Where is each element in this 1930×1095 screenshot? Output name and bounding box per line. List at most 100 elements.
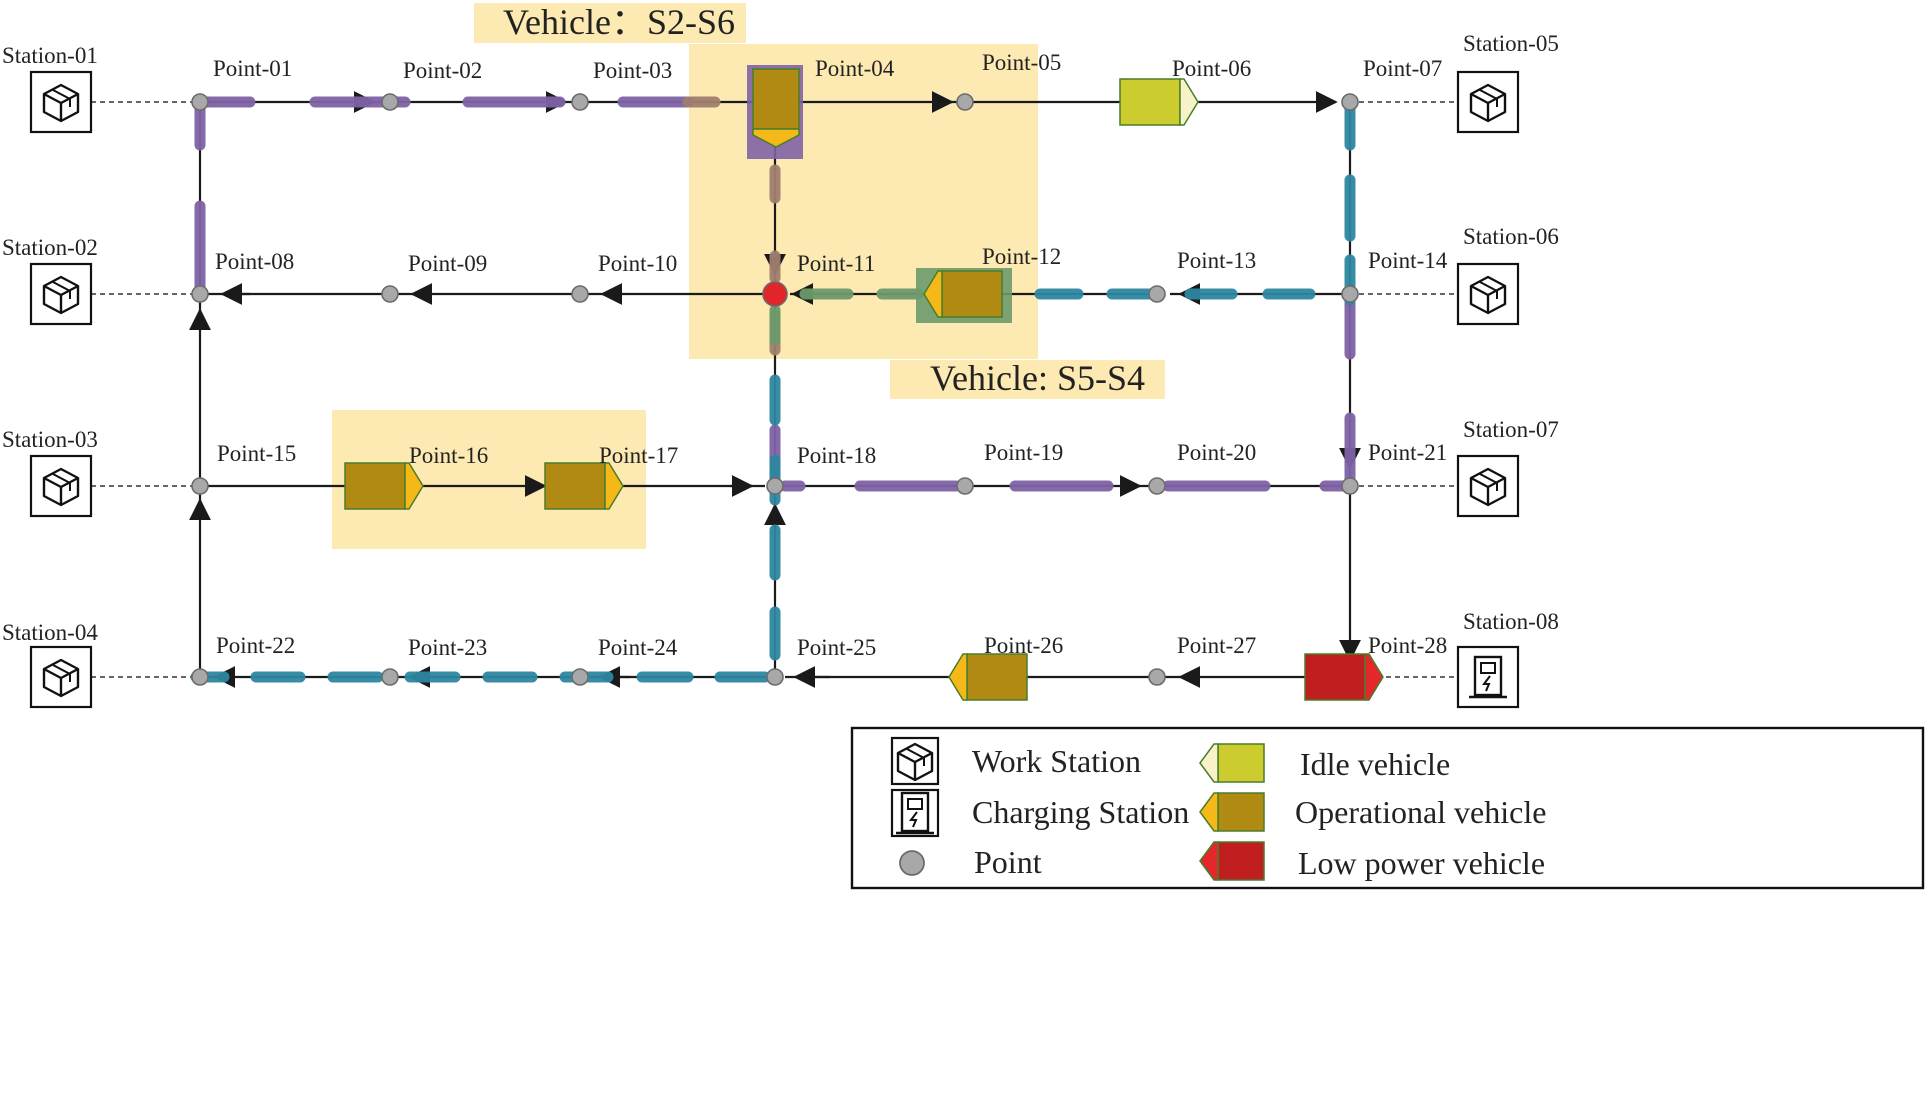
idle-vehicle-icon xyxy=(1119,78,1199,126)
conflict-point xyxy=(762,281,788,307)
point-label: Point-27 xyxy=(1177,633,1256,658)
point-marker xyxy=(571,668,589,686)
point-label: Point-24 xyxy=(598,635,678,660)
legend-charging-station xyxy=(890,788,940,838)
legend-idle-vehicle-icon xyxy=(1199,743,1265,783)
point-marker xyxy=(381,93,399,111)
point-label: Point-23 xyxy=(408,635,487,660)
point-label: Point-11 xyxy=(797,251,875,276)
point-label: Point-21 xyxy=(1368,440,1447,465)
point-marker xyxy=(1341,93,1359,111)
route-layer xyxy=(190,96,1356,683)
station-s7 xyxy=(1456,454,1520,518)
point-marker xyxy=(766,477,784,495)
point-marker xyxy=(381,285,399,303)
point-marker xyxy=(191,285,209,303)
point-label: Point-15 xyxy=(217,441,296,466)
cube-icon xyxy=(42,467,80,507)
point-marker xyxy=(1148,285,1166,303)
cube-icon xyxy=(1469,467,1507,507)
charger-icon xyxy=(896,791,934,835)
cube-icon xyxy=(42,658,80,698)
operational-vehicle-icon xyxy=(948,653,1028,701)
point-label: Point-06 xyxy=(1172,56,1251,81)
highlight-title: Vehicle：S2-S6 xyxy=(503,2,735,42)
station-s2 xyxy=(29,262,93,326)
cube-icon xyxy=(896,742,934,782)
station-label: Station-04 xyxy=(2,620,98,645)
station-s5 xyxy=(1456,70,1520,134)
point-marker xyxy=(1341,285,1359,303)
legend-label-charging-station: Charging Station xyxy=(972,794,1189,830)
station-layer xyxy=(29,70,1520,709)
highlight-title-box xyxy=(890,360,1165,399)
point-label: Point-02 xyxy=(403,58,482,83)
point-label: Point-14 xyxy=(1368,248,1448,273)
point-marker xyxy=(381,668,399,686)
station-label: Station-07 xyxy=(1463,417,1559,442)
station-label: Station-05 xyxy=(1463,31,1559,56)
station-s8 xyxy=(1456,645,1520,709)
legend-label-point: Point xyxy=(974,844,1042,880)
station-s3 xyxy=(29,454,93,518)
station-label: Station-03 xyxy=(2,427,98,452)
point-marker xyxy=(191,477,209,495)
highlight-title: Vehicle: S5-S4 xyxy=(930,358,1145,398)
point-label: Point-01 xyxy=(213,56,292,81)
point-label: Point-28 xyxy=(1368,633,1447,658)
low-power-vehicle-icon xyxy=(1304,653,1384,701)
station-label: Station-01 xyxy=(2,43,98,68)
point-label: Point-18 xyxy=(797,443,876,468)
station-s4 xyxy=(29,645,93,709)
station-connector-layer xyxy=(91,101,1458,678)
point-marker xyxy=(571,93,589,111)
point-label: Point-25 xyxy=(797,635,876,660)
legend-frame xyxy=(850,726,1925,890)
highlight-title-box xyxy=(474,3,746,43)
point-label: Point-17 xyxy=(599,443,678,468)
point-label: Point-26 xyxy=(984,633,1063,658)
legend-operational-vehicle-icon xyxy=(1199,792,1265,832)
operational-vehicle-icon xyxy=(752,68,800,148)
point-label: Point-20 xyxy=(1177,440,1256,465)
point-label: Point-08 xyxy=(215,249,294,274)
charger-icon xyxy=(1469,655,1507,699)
station-s1 xyxy=(29,70,93,134)
legend-label-low-power-vehicle: Low power vehicle xyxy=(1298,845,1545,881)
legend-low-power-vehicle-icon xyxy=(1199,841,1265,881)
point-marker xyxy=(1148,668,1166,686)
legend-point-icon xyxy=(899,850,925,876)
cube-icon xyxy=(1469,275,1507,315)
point-marker xyxy=(956,477,974,495)
station-label: Station-02 xyxy=(2,235,98,260)
legend-label-operational-vehicle: Operational vehicle xyxy=(1295,794,1546,830)
point-label: Point-10 xyxy=(598,251,677,276)
legend-label-idle-vehicle: Idle vehicle xyxy=(1300,746,1450,782)
point-marker xyxy=(1341,477,1359,495)
operational-vehicle-icon xyxy=(344,462,424,510)
point-marker xyxy=(956,93,974,111)
legend-label-work-station: Work Station xyxy=(972,743,1141,779)
legend-work-station xyxy=(890,736,940,786)
point-label: Point-09 xyxy=(408,251,487,276)
point-label: Point-22 xyxy=(216,633,295,658)
point-marker xyxy=(191,93,209,111)
point-marker xyxy=(191,668,209,686)
point-label: Point-12 xyxy=(982,244,1061,269)
point-label: Point-07 xyxy=(1363,56,1442,81)
station-label: Station-06 xyxy=(1463,224,1559,249)
station-s6 xyxy=(1456,262,1520,326)
cube-icon xyxy=(1469,83,1507,123)
point-label: Point-03 xyxy=(593,58,672,83)
point-marker xyxy=(766,668,784,686)
point-layer xyxy=(191,93,1359,686)
operational-vehicle-icon xyxy=(544,462,624,510)
point-label: Point-05 xyxy=(982,50,1061,75)
point-label: Point-13 xyxy=(1177,248,1256,273)
point-label: Point-19 xyxy=(984,440,1063,465)
operational-vehicle-icon xyxy=(923,270,1003,318)
